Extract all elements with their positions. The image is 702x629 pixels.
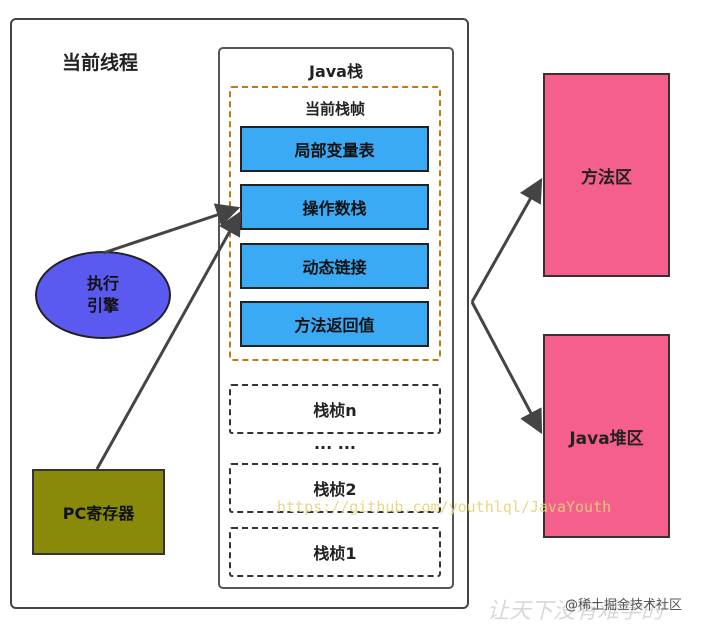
dynamic-linking-box: 动态链接 (240, 243, 429, 289)
java-stack-title: Java栈 (309, 62, 363, 81)
pc-register: PC寄存器 (32, 469, 165, 555)
juejin-watermark: @稀土掘金技术社区 (565, 598, 683, 613)
return-address-box: 方法返回值 (240, 301, 429, 347)
method-area: 方法区 (543, 73, 670, 277)
java-heap: Java堆区 (543, 334, 670, 538)
pc-register-to-operand-stack-arrow (95, 210, 242, 470)
stack-frame-n: 栈桢n (229, 384, 441, 434)
current-stack-frame-title: 当前栈帧 (304, 100, 365, 118)
stack-to-method-area-arrow (470, 177, 543, 303)
stack-frame-1: 栈桢1 (229, 527, 441, 577)
stack-to-heap-arrow (470, 301, 543, 435)
operand-stack-box: 操作数栈 (240, 184, 429, 230)
github-url-watermark: https://github.com/youthlql/JavaYouth (277, 498, 612, 516)
engine-to-operand-stack-arrow (102, 203, 241, 255)
execution-engine: 执行 引擎 (35, 251, 171, 339)
slogan-watermark: 让天下没有难学的 (487, 599, 664, 624)
current-thread-title: 当前线程 (62, 52, 139, 74)
stack-frame-2: 栈桢2 (229, 463, 441, 513)
local-variable-table-box: 局部变量表 (240, 126, 429, 172)
stack-frame-ellipsis: ... ... (313, 434, 357, 453)
